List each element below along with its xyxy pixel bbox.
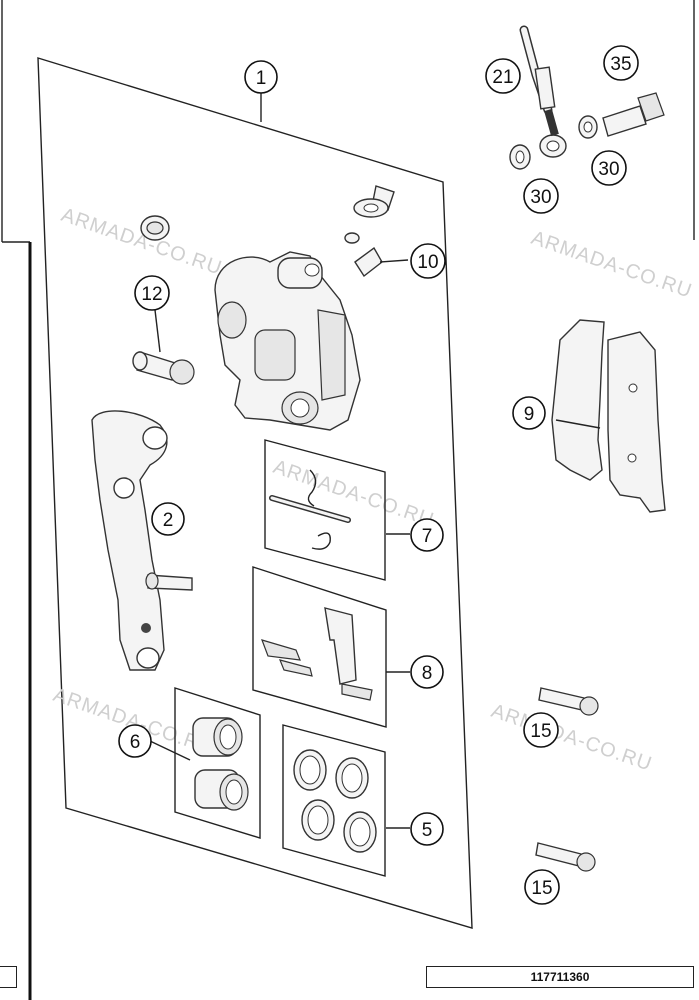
callout-21-label: 21 (492, 67, 513, 88)
callout-35: 35 (603, 45, 639, 81)
dust-cap (140, 215, 170, 241)
callout-30a-label: 30 (530, 187, 551, 208)
seals-box-5 (282, 724, 386, 877)
callout-5: 5 (410, 812, 444, 846)
watermark: ARMADA-CO.RU (58, 204, 225, 280)
callouts: 1 2 5 6 7 8 9 10 (118, 45, 639, 905)
callout-7: 7 (410, 518, 444, 552)
callout-12-label: 12 (141, 284, 162, 305)
callout-10-label: 10 (417, 252, 438, 273)
callout-8: 8 (410, 655, 444, 689)
callout-10: 10 (410, 243, 446, 279)
callout-35-label: 35 (610, 54, 631, 75)
bleeder-cap (344, 232, 383, 278)
watermark: ARMADA-CO.RU (528, 227, 695, 303)
callout-6-label: 6 (130, 732, 141, 753)
watermark: ARMADA-CO.RU (270, 456, 437, 532)
callout-7-label: 7 (422, 526, 433, 547)
watermark: ARMADA-CO.RU (488, 700, 655, 776)
callout-5-label: 5 (422, 820, 433, 841)
callout-15a: 15 (523, 712, 559, 748)
brake-pads-9 (551, 319, 666, 513)
brake-line-21 (519, 25, 567, 158)
callout-8-label: 8 (422, 663, 433, 684)
document-number: 117711360 (426, 966, 694, 988)
sealing-washer-30 (509, 115, 598, 170)
callout-9-label: 9 (524, 404, 535, 425)
caliper-body (214, 251, 361, 431)
callout-30a: 30 (523, 178, 559, 214)
callout-1-label: 1 (256, 68, 267, 89)
pad-pin-kit-box-7 (264, 439, 386, 581)
corner-frame-box (0, 966, 17, 988)
guide-pin-12 (132, 351, 195, 385)
pistons-box-6 (174, 687, 261, 839)
callout-2-label: 2 (163, 510, 174, 531)
callout-1: 1 (244, 60, 278, 94)
callout-6: 6 (118, 724, 152, 758)
mounting-bolt-15 (535, 687, 599, 872)
callout-9: 9 (512, 396, 546, 430)
callout-12: 12 (134, 275, 170, 311)
caliper-assembly-frame (37, 57, 473, 929)
callout-15b: 15 (524, 869, 560, 905)
callout-30b: 30 (591, 150, 627, 186)
callout-2: 2 (151, 502, 185, 536)
callout-21: 21 (485, 58, 521, 94)
caliper-support-2 (91, 410, 193, 671)
banjo-bolt-35 (602, 92, 665, 137)
leader-lines (149, 92, 410, 829)
callout-15b-label: 15 (531, 878, 552, 899)
callout-30b-label: 30 (598, 159, 619, 180)
callout-15a-label: 15 (530, 721, 551, 742)
pad-spring-box-8 (252, 566, 387, 728)
bleeder-screw (353, 185, 395, 218)
